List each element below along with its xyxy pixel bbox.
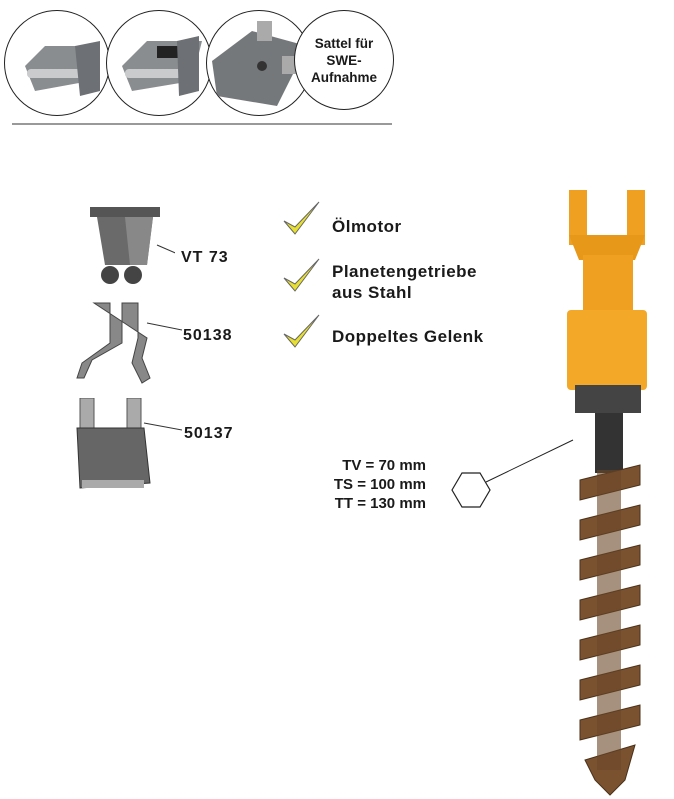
spec-list: TV = 70 mm TS = 100 mm TT = 130 mm: [300, 456, 426, 513]
part-label-50138: 50138: [183, 327, 233, 344]
spec-tt: TT = 130 mm: [334, 495, 426, 512]
check-icon: [283, 258, 320, 292]
part-label-50137: 50137: [184, 425, 234, 442]
50137-bracket-image: [76, 398, 182, 489]
feature-planetary-gear: Planetengetriebe aus Stahl: [332, 262, 477, 302]
divider: [12, 123, 392, 125]
adapter-image-1: [4, 10, 110, 116]
part-label-vt73: VT 73: [181, 249, 229, 266]
hexagon-shaft-icon: [451, 439, 574, 508]
spec-ts: TS = 100 mm: [333, 476, 426, 493]
check-icon: [283, 314, 320, 348]
feature-oil-motor: Ölmotor: [332, 217, 402, 236]
saddle-circle: Sattel für SWE-Aufnahme: [294, 10, 394, 110]
spec-tv: TV = 70 mm: [342, 457, 426, 474]
check-icon: [283, 201, 320, 235]
50138-bracket-image: [76, 302, 182, 384]
vt73-bracket-image: [90, 207, 175, 284]
earth-auger-image: [567, 190, 647, 796]
feature-double-joint: Doppeltes Gelenk: [332, 327, 484, 346]
saddle-label: Sattel für SWE-Aufnahme: [310, 35, 377, 85]
adapter-image-2: [106, 10, 212, 116]
